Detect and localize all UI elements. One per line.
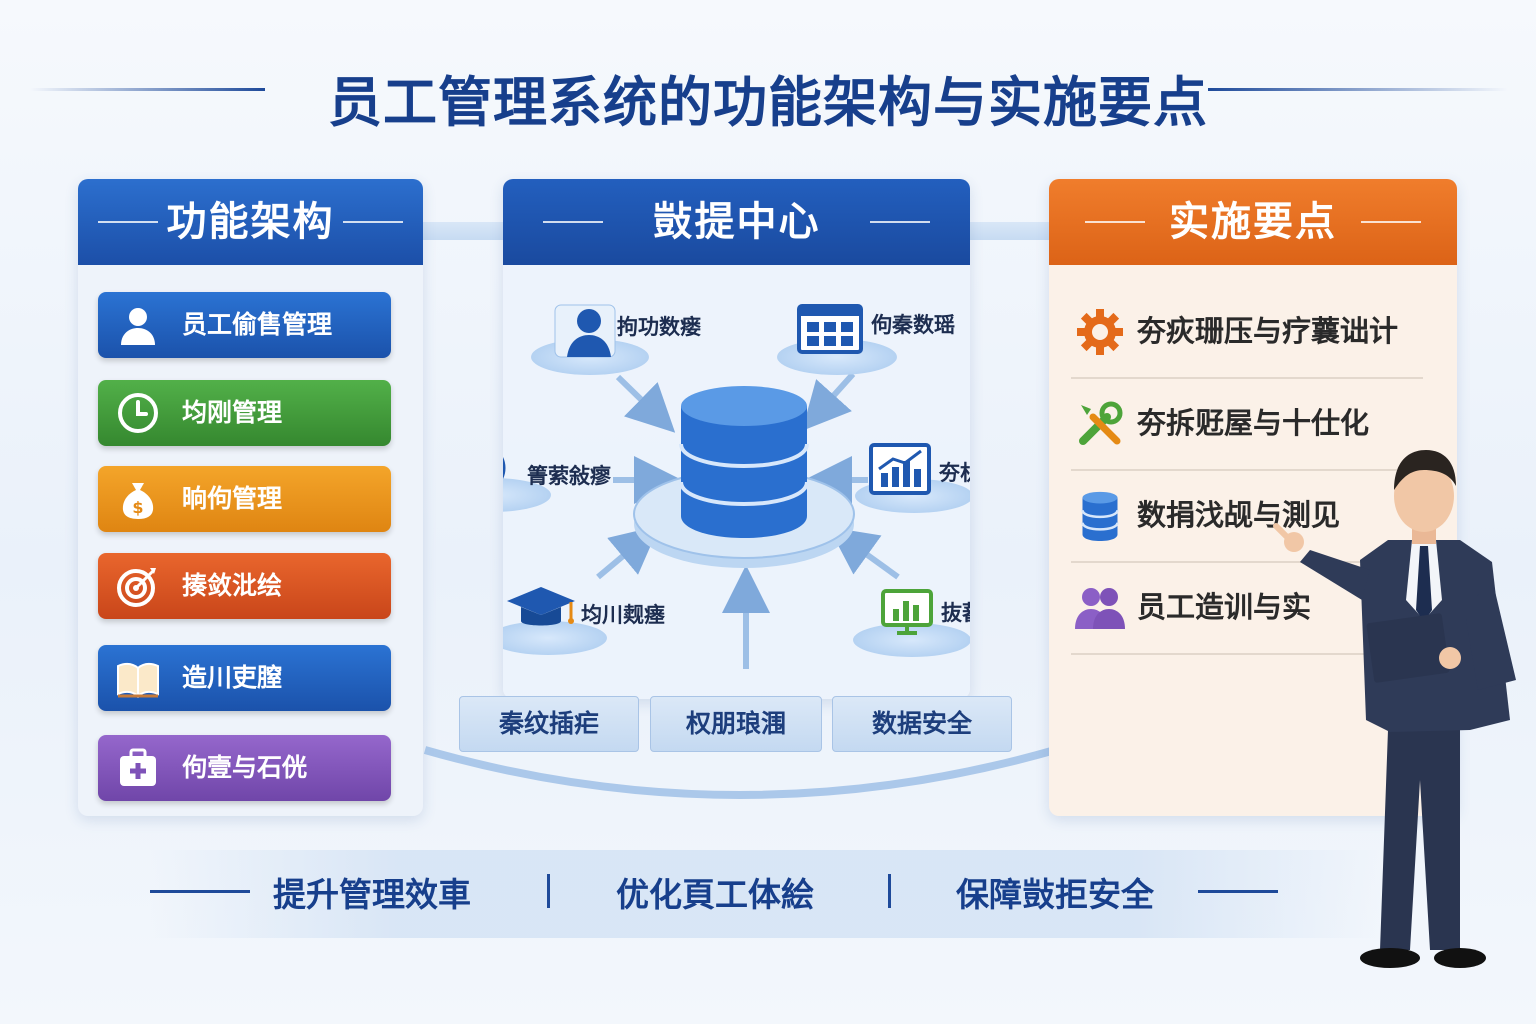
function-architecture-panel: 功能架构 员工偷售管理 均刚管理 $ 晌佝管理 揍敛沘绘 造川吏膣 佝壹与石侊: [78, 179, 423, 816]
panel-title: 实施要点: [1169, 199, 1337, 245]
monitor-chart-icon: [881, 589, 933, 635]
calendar-icon: [797, 304, 863, 354]
clock-icon: [118, 393, 158, 433]
person-icon: [121, 308, 155, 345]
node-label: 抜蕃与饋: [941, 601, 970, 625]
panel-header: 功能架构: [78, 179, 423, 265]
header-dash: [343, 221, 403, 223]
graduation-cap-icon: [507, 587, 575, 626]
menu-item-label: 佝壹与石侊: [182, 753, 308, 782]
footer-item: 保障敱拒安全: [956, 875, 1154, 914]
footer-band: [150, 850, 1380, 938]
user-id-icon: [554, 304, 616, 358]
data-security-button[interactable]: 数据安全: [832, 696, 1012, 752]
page-title: 员工管理系统的功能架构与实施要点: [328, 71, 1208, 134]
data-center-panel: 敱提中心 拘功数瘘 佝秦数瑶: [503, 179, 970, 699]
footer-divider-right: [1198, 890, 1278, 893]
footer-divider-left: [150, 890, 250, 893]
node-label: 均川觌瘗: [581, 603, 665, 627]
header-dash: [870, 221, 930, 223]
data-node: 夯杁觌瘗: [855, 437, 970, 517]
node-label: 箐萦敍瘳: [527, 464, 611, 488]
node-platform: [503, 621, 607, 655]
node-label: 佝秦数瑶: [871, 313, 955, 337]
menu-item-salary[interactable]: $ 晌佝管理: [98, 466, 391, 532]
flow-arrows: [596, 371, 900, 669]
implementation-point: 夯疢珊压与疗蘘诎计: [1071, 285, 1423, 379]
book-icon: [117, 662, 159, 699]
permission-control-button[interactable]: 权朋琅涠: [650, 696, 822, 752]
footer-separator: [888, 874, 891, 908]
title-divider-left: [30, 88, 265, 91]
data-node: 抜蕃与饋: [853, 581, 970, 661]
database-hub-icon: [633, 386, 855, 568]
base-arc: [423, 746, 1057, 799]
bar-chart-icon: [869, 443, 931, 495]
people-icon: [1075, 588, 1125, 629]
point-label: 夯疢珊压与疗蘘诎计: [1137, 314, 1399, 348]
data-node: 均川觌瘗: [503, 579, 689, 659]
footer-item: 提升管理效車: [273, 875, 471, 914]
header-dash: [1085, 221, 1145, 223]
node-platform: [853, 623, 970, 657]
svg-text:$: $: [132, 498, 143, 517]
system-maintenance-button[interactable]: 秦纹插疟: [459, 696, 639, 752]
data-node: 佝秦数瑶: [775, 295, 965, 375]
menu-item-employee-profile[interactable]: 员工偷售管理: [98, 292, 391, 358]
tools-icon: [1079, 401, 1123, 445]
node-label: 夯杁觌瘗: [939, 461, 970, 485]
menu-item-training[interactable]: 造川吏膣: [98, 645, 391, 711]
money-bag-icon: $: [122, 483, 154, 519]
menu-item-label: 造川吏膣: [182, 663, 283, 692]
medical-case-icon: [120, 748, 156, 786]
title-divider-right: [1208, 88, 1508, 91]
point-label: 数捐㳀觇与測见: [1137, 498, 1341, 532]
database-icon: [1081, 491, 1119, 541]
footer-item: 优化頁工体絵: [616, 875, 814, 914]
title-bar: 员工管理系统的功能架构与实施要点: [0, 50, 1536, 134]
panel-header: 敱提中心: [503, 179, 970, 265]
implementation-point: 数捐㳀觇与測见: [1071, 469, 1423, 563]
data-node: 箐萦敍瘳: [503, 434, 633, 514]
gear-icon: [1077, 309, 1123, 355]
target-icon: [117, 568, 156, 607]
node-label: 拘功数瘘: [617, 315, 701, 339]
implementation-point: 员工造训与实: [1071, 561, 1423, 655]
menu-item-benefits[interactable]: 佝壹与石侊: [98, 735, 391, 801]
implementation-point: 夯拆觃屋与十仕化: [1071, 377, 1423, 471]
point-label: 员工造训与实: [1137, 590, 1312, 624]
data-node: 拘功数瘘: [531, 297, 721, 377]
panel-title: 功能架构: [166, 199, 335, 245]
header-dash: [543, 221, 603, 223]
point-label: 夯拆觃屋与十仕化: [1137, 406, 1370, 440]
menu-item-label: 揍敛沘绘: [182, 571, 283, 600]
menu-item-performance[interactable]: 揍敛沘绘: [98, 553, 391, 619]
panel-header: 实施要点: [1049, 179, 1457, 265]
panel-title: 敱提中心: [652, 199, 821, 245]
implementation-points-panel: 实施要点 夯疢珊压与疗蘘诎计 夯拆觃屋与十仕化 数捐㳀觇与測见 员工造训与实: [1049, 179, 1457, 816]
presenter-illustration: [1273, 450, 1516, 968]
header-dash: [98, 221, 158, 223]
menu-item-label: 晌佝管理: [182, 484, 283, 513]
menu-item-label: 均刚管理: [182, 398, 283, 427]
header-dash: [1361, 221, 1421, 223]
stopwatch-icon: [503, 457, 506, 479]
menu-item-label: 员工偷售管理: [182, 310, 333, 339]
footer-separator: [547, 874, 550, 908]
menu-item-attendance[interactable]: 均刚管理: [98, 380, 391, 446]
